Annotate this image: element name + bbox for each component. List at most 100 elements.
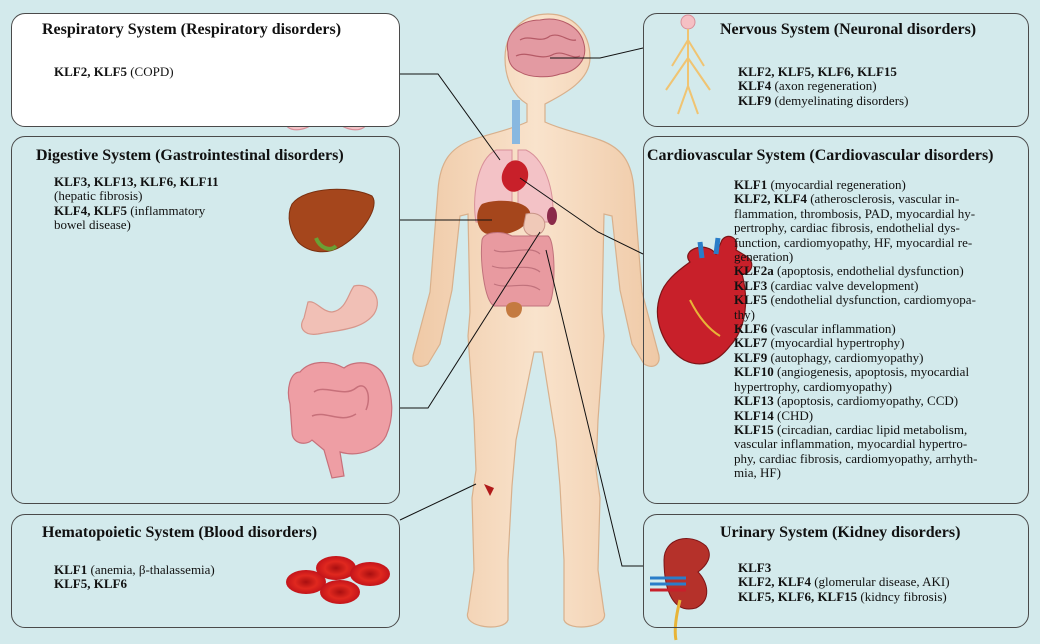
human-body: [412, 13, 660, 628]
klf-disease-note: (vascular inflammation): [767, 321, 896, 337]
klf-line: KLF5, KLF6, KLF15 (kidncy fibrosis): [738, 588, 950, 604]
klf-line: generation): [734, 249, 977, 265]
klf-line: KLF14 (CHD): [734, 407, 977, 423]
klf-disease-note: (inflammatory: [126, 202, 206, 218]
klf-line: vascular inflammation, myocardial hypert…: [734, 437, 977, 451]
cardiovascular-system-box: Cardiovascular System (Cardiovascular di…: [643, 136, 1029, 504]
klf-gene-names: KLF2, KLF5: [54, 64, 127, 79]
klf-gene-names: KLF1: [54, 562, 88, 577]
stomach-illustration: [301, 284, 378, 335]
hematopoietic-system-title: Hematopoietic System (Blood disorders): [42, 524, 318, 541]
nervous-system-box: Nervous System (Neuronal disorders) KLF2…: [643, 13, 1029, 127]
klf-gene-names: KLF15: [734, 421, 774, 437]
klf-gene-names: KLF2, KLF4: [734, 191, 807, 207]
klf-disease-note: (myocardial regeneration): [767, 177, 906, 192]
cardiovascular-system-title: Cardiovascular System (Cardiovascular di…: [647, 147, 994, 164]
klf-line: flammation, thrombosis, PAD, myocardial …: [734, 205, 977, 221]
klf-line: bowel disease): [54, 218, 219, 232]
klf-line: KLF15 (circadian, cardiac lipid metaboli…: [734, 421, 977, 437]
klf-line: mia, HF): [734, 465, 977, 481]
red-blood-cells-illustration: [286, 556, 390, 604]
klf-line: KLF1 (myocardial regeneration): [734, 177, 977, 192]
klf-line: KLF5 (endothelial dysfunction, cardiomyo…: [734, 293, 977, 307]
urinary-system-title: Urinary System (Kidney disorders): [720, 524, 961, 541]
klf-line: KLF9 (demyelinating disorders): [738, 92, 908, 108]
klf-line: KLF4 (axon regeneration): [738, 79, 908, 93]
klf-line: pertrophy, cardiac fibrosis, endothelial…: [734, 221, 977, 235]
klf-disease-note: phy, cardiac fibrosis, cardiomyopathy, a…: [734, 450, 978, 466]
klf-line: KLF2, KLF4 (glomerular disease, AKI): [738, 575, 950, 589]
connector-lines: [399, 47, 644, 567]
klf-disease-note: bowel disease): [54, 217, 131, 233]
klf-disease-note: (kidncy fibrosis): [857, 588, 947, 604]
klf-line: (hepatic fibrosis): [54, 189, 219, 203]
klf-gene-names: KLF9: [738, 92, 772, 108]
klf-disease-note: (CHD): [773, 407, 814, 423]
hematopoietic-klf-list: KLF1 (anemia, β-thalassemia)KLF5, KLF6: [54, 562, 215, 592]
kidney-illustration: [650, 538, 710, 641]
klf-disease-note: (circadian, cardiac lipid metabolism,: [773, 421, 968, 437]
klf-disease-note: (anemia, β-thalassemia): [87, 562, 215, 577]
klf-disease-note: mia, HF): [734, 465, 781, 481]
klf-gene-names: KLF4: [738, 78, 772, 94]
klf-gene-names: KLF4, KLF5: [54, 202, 127, 218]
klf-line: KLF5, KLF6: [54, 577, 215, 591]
klf-gene-names: KLF2, KLF5, KLF6, KLF15: [738, 64, 897, 79]
klf-gene-names: KLF3: [738, 560, 772, 575]
klf-line: KLF4, KLF5 (inflammatory: [54, 202, 219, 218]
klf-gene-names: KLF7: [734, 335, 768, 351]
klf-disease-note: generation): [734, 249, 794, 265]
klf-disease-note: (apoptosis, endothelial dysfunction): [773, 263, 964, 279]
klf-gene-names: KLF2, KLF4: [738, 574, 811, 590]
digestive-system-title: Digestive System (Gastrointestinal disor…: [36, 147, 344, 164]
klf-gene-names: KLF5, KLF6, KLF15: [738, 588, 858, 604]
klf-disease-note: (angiogenesis, apoptosis, myocardial: [773, 364, 970, 380]
heart-illustration: [656, 235, 753, 365]
klf-disease-note: (endothelial dysfunction, cardiomyopa-: [767, 292, 976, 308]
klf-line: KLF10 (angiogenesis, apoptosis, myocardi…: [734, 365, 977, 379]
klf-disease-note: (hepatic fibrosis): [54, 188, 143, 204]
klf-gene-names: KLF9: [734, 349, 768, 365]
klf-gene-names: KLF5: [734, 292, 768, 308]
klf-line: KLF6 (vascular inflammation): [734, 321, 977, 337]
klf-disease-note: flammation, thrombosis, PAD, myocardial …: [734, 205, 976, 221]
klf-line: KLF3, KLF13, KLF6, KLF11: [54, 174, 219, 189]
klf-line: KLF2a (apoptosis, endothelial dysfunctio…: [734, 264, 977, 278]
cardiovascular-klf-list: KLF1 (myocardial regeneration)KLF2, KLF4…: [734, 177, 978, 481]
klf-line: KLF2, KLF5, KLF6, KLF15: [738, 64, 908, 79]
respiratory-system-title: Respiratory System (Respiratory disorder…: [42, 21, 342, 38]
klf-line: KLF3 (cardiac valve development): [734, 277, 977, 293]
digestive-klf-list: KLF3, KLF13, KLF6, KLF11(hepatic fibrosi…: [54, 174, 219, 233]
body-organs: [474, 100, 557, 496]
klf-disease-note: (cardiac valve development): [767, 277, 919, 293]
hematopoietic-system-box: Hematopoietic System (Blood disorders) K…: [11, 514, 400, 628]
klf-line: KLF1 (anemia, β-thalassemia): [54, 562, 215, 577]
klf-disease-note: (axon regeneration): [771, 78, 877, 94]
klf-line: KLF2, KLF4 (atherosclerosis, vascular in…: [734, 192, 977, 206]
klf-line: KLF13 (apoptosis, cardiomyopathy, CCD): [734, 393, 977, 409]
klf-disease-note: vascular inflammation, myocardial hypert…: [734, 436, 968, 452]
klf-disease-note: (autophagy, cardiomyopathy): [767, 349, 924, 365]
intestine-illustration: [287, 361, 393, 479]
klf-line: KLF9 (autophagy, cardiomyopathy): [734, 349, 977, 365]
klf-disease-note: hypertrophy, cardiomyopathy): [734, 378, 892, 394]
klf-line: thy): [734, 307, 977, 322]
klf-disease-note: (myocardial hypertrophy): [767, 335, 905, 351]
nervous-system-illustration: [665, 14, 711, 115]
klf-gene-names: KLF10: [734, 364, 774, 380]
liver-illustration: [288, 188, 375, 253]
klf-gene-names: KLF6: [734, 321, 768, 337]
klf-disease-note: function, cardiomyopathy, HF, myocardial…: [734, 234, 973, 250]
klf-gene-names: KLF3: [734, 277, 768, 293]
klf-disease-note: (apoptosis, cardiomyopathy, CCD): [773, 393, 959, 409]
respiratory-system-box: Respiratory System (Respiratory disorder…: [11, 13, 400, 127]
klf-disease-note: (glomerular disease, AKI): [810, 574, 950, 590]
nervous-system-title: Nervous System (Neuronal disorders): [720, 21, 977, 38]
klf-gene-names: KLF14: [734, 407, 774, 423]
klf-line: KLF7 (myocardial hypertrophy): [734, 336, 977, 350]
klf-disease-note: pertrophy, cardiac fibrosis, endothelial…: [734, 220, 960, 236]
